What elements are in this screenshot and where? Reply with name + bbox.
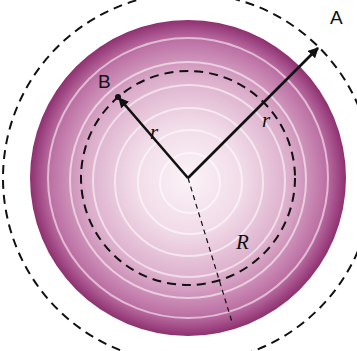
point-b	[115, 94, 121, 100]
radius-label: r	[262, 110, 270, 131]
arrow-to-b	[119, 98, 188, 178]
arrow-to-a	[188, 48, 318, 178]
radius-label: R	[236, 232, 249, 253]
onion-slice	[30, 20, 346, 336]
point-label: B	[98, 72, 111, 91]
outer-dashed-circle	[3, 0, 357, 351]
onion-rings	[48, 38, 328, 318]
point-label: A	[330, 8, 343, 27]
radius-line	[188, 178, 232, 322]
radius-label: r	[150, 122, 158, 143]
